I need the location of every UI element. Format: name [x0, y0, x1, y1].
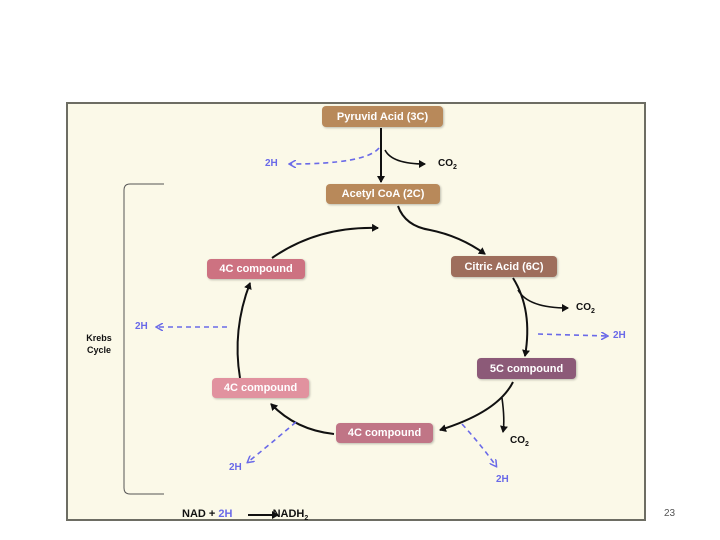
arrow-4c-to-acetyl [271, 223, 379, 259]
arrow-2h-release-3 [461, 423, 496, 466]
equation-2h: 2H [218, 508, 233, 520]
co2-label-3: CO2 [510, 435, 529, 448]
acetyl-coa-node: Acetyl CoA (2C) [326, 184, 440, 204]
5c-compound-node: 5C compound [477, 358, 576, 379]
arrow-2h-release-1 [290, 147, 380, 164]
diagram-frame [66, 102, 646, 521]
co2-label-2: CO2 [576, 302, 595, 315]
2h-label-4: 2H [229, 462, 242, 473]
4c-compound-left-lower-node: 4C compound [212, 378, 309, 398]
arrow-2h-release-2 [537, 334, 607, 336]
2h-label-5: 2H [135, 321, 148, 332]
nadh-equation: NAD + 2H NADH2 [182, 508, 308, 522]
arrow-2h-release-4 [248, 421, 297, 462]
equation-nad: NAD + [182, 508, 216, 520]
krebs-bracket [123, 183, 164, 495]
2h-label-2: 2H [613, 330, 626, 341]
2h-label-3: 2H [496, 474, 509, 485]
equation-nadh-sub: 2 [304, 515, 309, 523]
2h-label-1: 2H [265, 158, 278, 169]
4c-compound-bottom-node: 4C compound [336, 423, 433, 443]
krebs-cycle-label: Krebs Cycle [86, 333, 112, 355]
4c-compound-left-upper-node: 4C compound [207, 259, 305, 279]
equation-nadh: NADH [272, 508, 305, 520]
page-number: 23 [664, 508, 676, 519]
arrow-co2-release-2 [517, 289, 569, 312]
arrow-co2-release-3 [500, 397, 508, 433]
citric-acid-node: Citric Acid (6C) [451, 256, 557, 277]
arrow-4c-to-4c-lower [270, 403, 335, 435]
arrow-5c-to-4c [439, 381, 514, 433]
pyruvic-acid-node: Pyruvid Acid (3C) [322, 106, 443, 127]
arrow-4c-lower-to-4c-upper [236, 282, 252, 379]
arrow-acetyl-to-citric [397, 205, 486, 255]
arrow-citric-to-5c [512, 277, 530, 357]
co2-label-1: CO2 [438, 158, 457, 171]
arrow-co2-release-1 [384, 149, 426, 168]
